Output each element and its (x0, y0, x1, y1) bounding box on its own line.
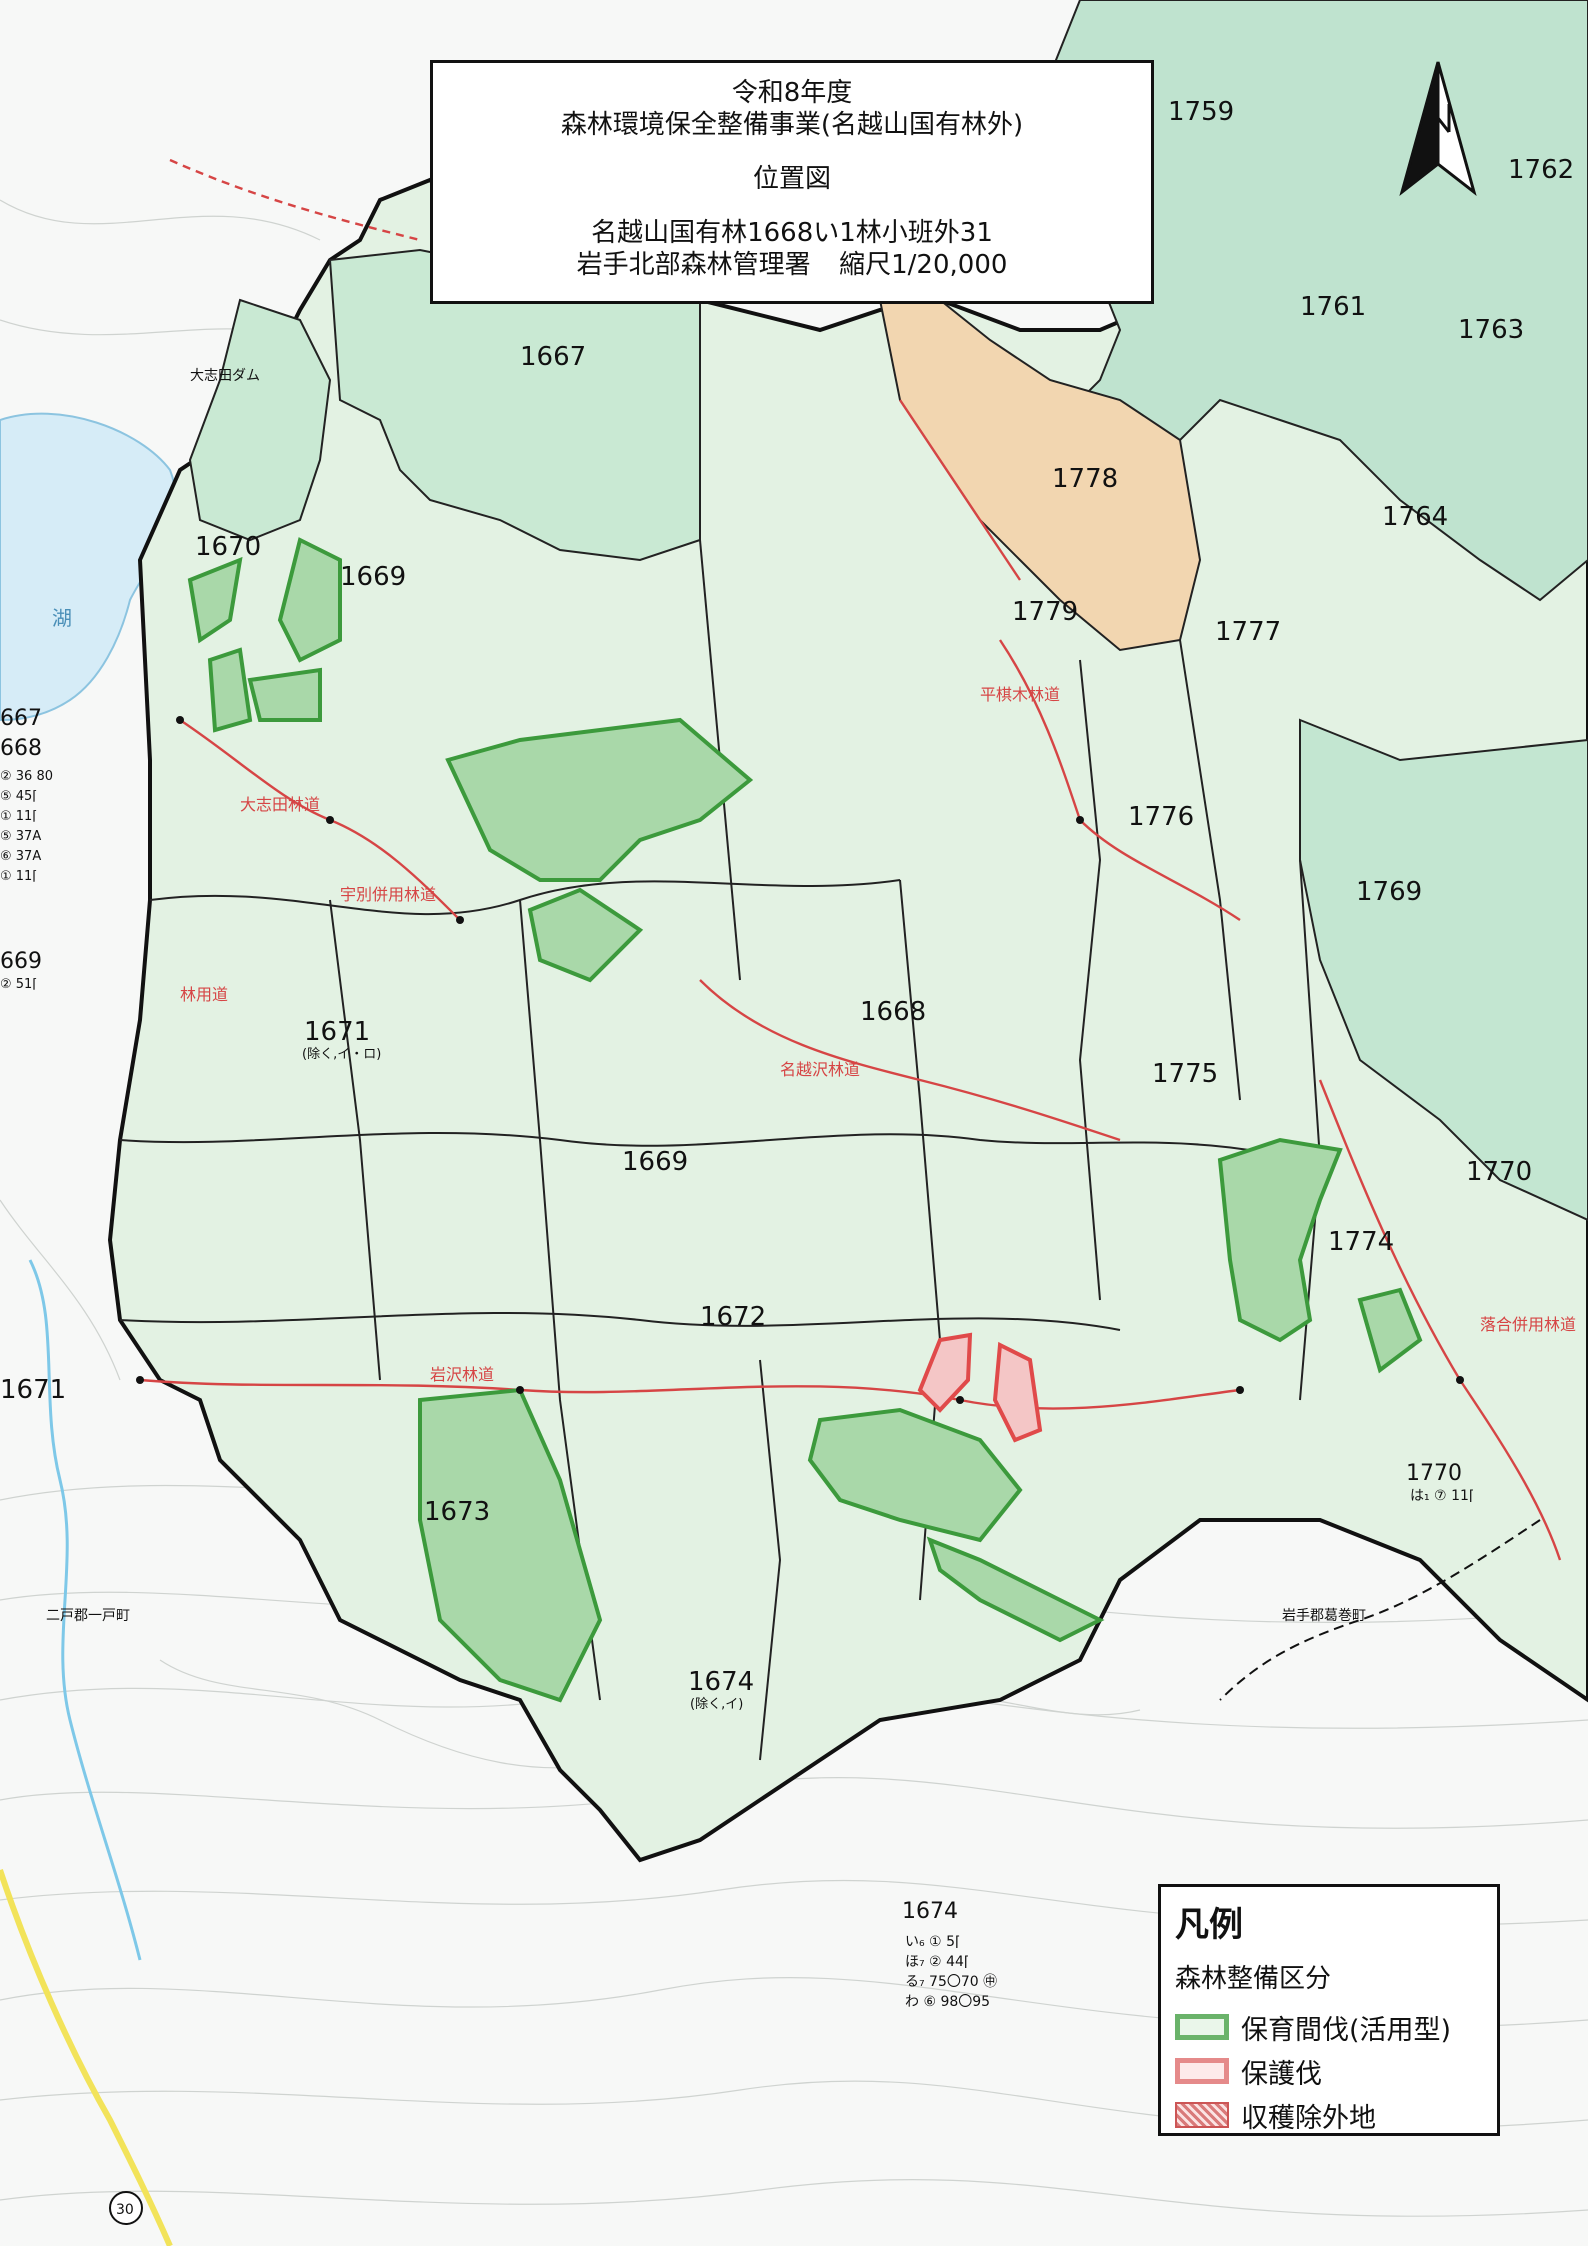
legend-item-thinning: 保育間伐(活用型) (1175, 2005, 1483, 2049)
note-1770-title: 1770 (1406, 1461, 1462, 1486)
note-1770-line: は₁ ⑦ 11⌈ (1410, 1488, 1474, 1504)
legend-swatch-thinning (1175, 2014, 1229, 2040)
compartment-1777: 1777 (1215, 617, 1281, 647)
compartment-1673: 1673 (424, 1497, 490, 1527)
title-year: 令和8年度 (731, 78, 853, 108)
left-edge-4: ⑤ 45⌈ (0, 789, 37, 804)
compartment-1759: 1759 (1168, 97, 1234, 127)
compartment-1669-north: 1669 (340, 562, 406, 592)
legend-label-thinning: 保育間伐(活用型) (1241, 2014, 1452, 2046)
compartment-1776: 1776 (1128, 802, 1194, 832)
thinning-stands (187, 537, 1423, 1703)
note-1671-left: 1671 (0, 1375, 66, 1405)
compartment-1671-note: (除く,イ・ロ) (302, 1047, 381, 1062)
place-labels: 大志田ダム 湖 名越沢林道 岩沢林道 大志田林道 宇別併用林道 林用道 平棋木林… (46, 368, 1576, 1624)
road-label-ubetsu: 宇別併用林道 (340, 885, 436, 904)
compartment-zone-northwest (188, 298, 332, 542)
stand-notes: 1674 い₆ ① 5⌈ ほ₇ ② 44⌈ る₇ 75〇70 ㊥ わ ⑥ 98〇… (0, 706, 1474, 2010)
left-edge-10: ② 51⌈ (0, 977, 37, 992)
compartment-1764: 1764 (1382, 502, 1448, 532)
legend-swatch-excluded (1175, 2102, 1229, 2128)
legend-item-excluded: 収穫除外地 (1175, 2093, 1483, 2137)
legend: 凡例 森林整備区分 保育間伐(活用型) 保護伐 収穫除外地 (1158, 1884, 1500, 2136)
compartment-1774: 1774 (1328, 1227, 1394, 1257)
compartment-1668: 1668 (860, 997, 926, 1027)
compartment-1667: 1667 (520, 342, 586, 372)
left-edge-1: 667 (0, 706, 42, 731)
dam-label: 大志田ダム (190, 368, 260, 384)
road-label-nagoshizawa: 名越沢林道 (780, 1060, 860, 1079)
left-edge-9: 669 (0, 949, 42, 974)
compartment-1761: 1761 (1300, 292, 1366, 322)
left-edge-6: ⑤ 37A (0, 829, 41, 844)
boundary-label-kuzumaki: 岩手郡葛巻町 (1282, 1608, 1366, 1624)
legend-swatch-protection (1175, 2058, 1229, 2084)
left-edge-8: ① 11⌈ (0, 869, 37, 884)
compartment-1775: 1775 (1152, 1059, 1218, 1089)
road-label-rinyo: 林用道 (180, 985, 228, 1004)
lake-label: 湖 (52, 606, 72, 630)
title-office: 岩手北部森林管理署 (576, 250, 811, 280)
compartment-1779: 1779 (1012, 597, 1078, 627)
compartment-1674-note: (除く,イ) (690, 1697, 743, 1712)
legend-label-protection: 保護伐 (1241, 2058, 1322, 2090)
title-office-scale: 岩手北部森林管理署 縮尺1/20,000 (433, 249, 1151, 281)
compartment-1762: 1762 (1508, 155, 1574, 185)
compartment-1763: 1763 (1458, 315, 1524, 345)
compartment-1674: 1674 (688, 1667, 754, 1697)
title-doc: 位置図 (752, 164, 831, 194)
title-project: 森林環境保全整備事業(名越山国有林外) (560, 110, 1024, 140)
compartment-1770: 1770 (1466, 1157, 1532, 1187)
compartment-1769: 1769 (1356, 877, 1422, 907)
note-1674-line-3: る₇ 75〇70 ㊥ (905, 1974, 997, 1990)
compartment-1671: 1671 (304, 1017, 370, 1047)
road-label-oshida: 大志田林道 (240, 795, 320, 814)
note-1674-line-2: ほ₇ ② 44⌈ (905, 1954, 969, 1970)
left-edge-7: ⑥ 37A (0, 849, 41, 864)
title-location: 名越山国有林1668い1林小班外31 (591, 218, 993, 248)
note-1674-line-4: わ ⑥ 98〇95 (905, 1994, 990, 2010)
route-shield (109, 2191, 143, 2225)
legend-item-protection: 保護伐 (1175, 2049, 1483, 2093)
left-edge-3: ② 36 80 (0, 769, 53, 784)
legend-label-excluded: 収穫除外地 (1241, 2102, 1376, 2134)
compartment-labels: 1667 1668 1669 1670 1671 (除く,イ・ロ) 1672 1… (195, 97, 1574, 1712)
compartment-zone-east (1299, 718, 1588, 1222)
national-road (0, 1869, 173, 2246)
note-1674-line-1: い₆ ① 5⌈ (905, 1934, 960, 1950)
north-arrow-icon (1399, 61, 1477, 196)
road-markers (136, 716, 1464, 1404)
compartment-1669-central: 1669 (622, 1147, 688, 1177)
compartment-1778: 1778 (1052, 464, 1118, 494)
title-box: 令和8年度 森林環境保全整備事業(名越山国有林外) 位置図 名越山国有林1668… (430, 60, 1154, 304)
note-1674-title: 1674 (902, 1899, 958, 1924)
legend-heading: 凡例 (1175, 1905, 1243, 1945)
road-label-iwasawa: 岩沢林道 (430, 1365, 494, 1384)
route-number: 30 (116, 2202, 134, 2218)
title-scale: 縮尺1/20,000 (839, 250, 1008, 280)
left-edge-5: ① 11⌈ (0, 809, 37, 824)
boundary-label-ichinohe: 二戸郡一戸町 (46, 1608, 130, 1624)
river (28, 1259, 142, 1961)
road-label-ochiai: 落合併用林道 (1480, 1315, 1576, 1334)
compartment-1670: 1670 (195, 532, 261, 562)
protection-cutting-stands (917, 1332, 1043, 1443)
road-label-hirago: 平棋木林道 (980, 685, 1060, 704)
legend-section: 森林整備区分 (1175, 1964, 1332, 1994)
compartment-1672: 1672 (700, 1302, 766, 1332)
left-edge-2: 668 (0, 736, 42, 761)
